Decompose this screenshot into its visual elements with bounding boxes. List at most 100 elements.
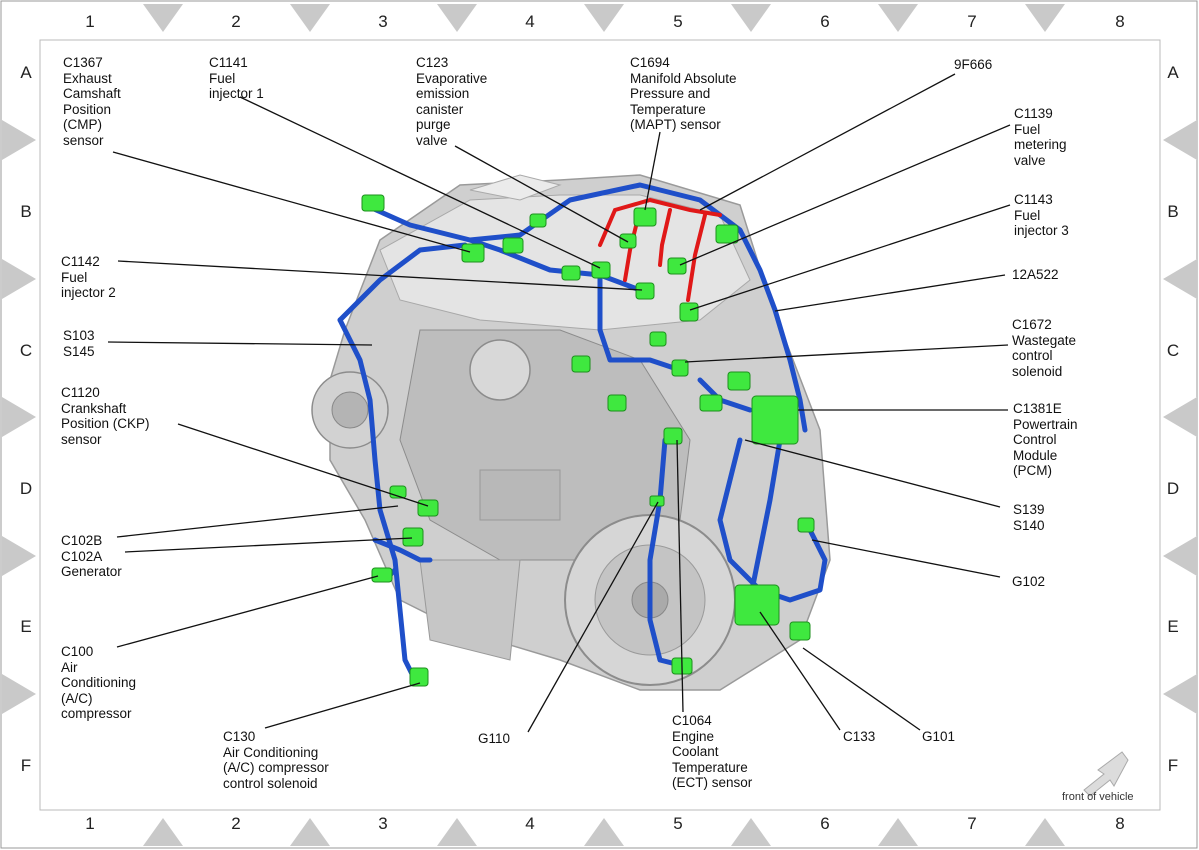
label-c130: C130 Air Conditioning (A/C) compressor c… xyxy=(223,729,329,791)
grid-row-right-c: C xyxy=(1166,341,1180,360)
connector xyxy=(371,567,393,583)
connector xyxy=(679,302,699,322)
label-g102: G102 xyxy=(1012,574,1046,589)
grid-row-left-c: C xyxy=(19,341,33,360)
connector xyxy=(571,355,591,373)
label-c1139: C1139 Fuel metering valve xyxy=(1014,106,1067,168)
grid-col-top-7: 7 xyxy=(967,12,977,31)
border-triangle xyxy=(1163,536,1197,576)
grid-col-bottom-1: 1 xyxy=(85,814,95,833)
border-triangle xyxy=(143,4,183,32)
label-c102: C102B C102A Generator xyxy=(61,533,122,579)
border-triangle xyxy=(1163,674,1197,714)
label-c1064: C1064 Engine Coolant Temperature (ECT) s… xyxy=(672,713,753,790)
label-c1141: C1141 Fuel injector 1 xyxy=(209,55,264,101)
label-c123: C123 Evaporative emission canister purge… xyxy=(416,55,488,148)
border-triangle xyxy=(1025,4,1065,32)
connector xyxy=(409,667,429,687)
connectors xyxy=(361,194,815,687)
connector xyxy=(727,371,751,391)
border-triangle xyxy=(878,4,918,32)
leader-lines xyxy=(107,73,1011,733)
grid-col-top-4: 4 xyxy=(525,12,535,31)
grid-col-bottom-5: 5 xyxy=(673,814,683,833)
connector xyxy=(591,261,611,279)
connector xyxy=(671,359,689,377)
grid-border-markers xyxy=(2,4,1197,846)
label-c1367: C1367 Exhaust Camshaft Position (CMP) se… xyxy=(63,55,121,148)
label-c1672: C1672 Wastegate control solenoid xyxy=(1012,317,1077,379)
connector xyxy=(699,394,723,412)
connector xyxy=(361,194,385,212)
border-triangle xyxy=(584,818,624,846)
grid-col-top-6: 6 xyxy=(820,12,830,31)
border-triangle xyxy=(2,259,36,299)
label-s103-s145: S103 S145 xyxy=(63,328,95,359)
grid-row-right-b: B xyxy=(1167,202,1179,221)
border-triangle xyxy=(143,818,183,846)
border-triangle xyxy=(2,397,36,437)
pcm-connector xyxy=(751,395,799,445)
front-of-vehicle-label: front of vehicle xyxy=(1062,791,1134,803)
border-triangle xyxy=(2,536,36,576)
label-c133: C133 xyxy=(843,729,876,744)
border-triangle xyxy=(878,818,918,846)
border-triangle xyxy=(290,818,330,846)
connector xyxy=(649,495,665,507)
label-c1142: C1142 Fuel injector 2 xyxy=(61,254,116,300)
label-c1143: C1143 Fuel injector 3 xyxy=(1014,192,1069,238)
connector xyxy=(635,282,655,300)
grid-col-bottom-8: 8 xyxy=(1115,814,1125,833)
label-12a522: 12A522 xyxy=(1012,267,1059,282)
connector xyxy=(715,224,739,244)
grid-row-right-f: F xyxy=(1167,756,1179,775)
grid-col-bottom-3: 3 xyxy=(378,814,388,833)
connector xyxy=(789,621,811,641)
grid-row-right-d: D xyxy=(1166,479,1180,498)
border-triangle xyxy=(1163,120,1197,160)
border-triangle xyxy=(1163,259,1197,299)
grid-row-left-b: B xyxy=(20,202,32,221)
connector xyxy=(633,207,657,227)
connector xyxy=(797,517,815,533)
label-9f666: 9F666 xyxy=(954,57,993,72)
grid-col-top-2: 2 xyxy=(231,12,241,31)
label-c1120: C1120 Crankshaft Position (CKP) sensor xyxy=(61,385,150,447)
connector xyxy=(649,331,667,347)
grid-col-bottom-6: 6 xyxy=(820,814,830,833)
connector xyxy=(607,394,627,412)
label-g110: G110 xyxy=(478,731,511,746)
border-triangle xyxy=(437,818,477,846)
border-triangle xyxy=(731,818,771,846)
front-of-vehicle-arrow-icon xyxy=(1083,751,1129,797)
border-triangle xyxy=(1025,818,1065,846)
grid-col-top-8: 8 xyxy=(1115,12,1125,31)
grid-col-bottom-7: 7 xyxy=(967,814,977,833)
grid-col-top-3: 3 xyxy=(378,12,388,31)
grid-row-left-d: D xyxy=(19,479,33,498)
border-triangle xyxy=(2,674,36,714)
border-triangle xyxy=(437,4,477,32)
connector xyxy=(619,233,637,249)
grid-col-bottom-4: 4 xyxy=(525,814,535,833)
label-c1694: C1694 Manifold Absolute Pressure and Tem… xyxy=(630,55,737,132)
grid-row-left-f: F xyxy=(20,756,32,775)
connector xyxy=(734,584,780,626)
grid-col-bottom-2: 2 xyxy=(231,814,241,833)
grid-row-right-e: E xyxy=(1167,617,1179,636)
connector xyxy=(529,213,547,228)
border-triangle xyxy=(1163,397,1197,437)
border-triangle xyxy=(2,120,36,160)
border-triangle xyxy=(584,4,624,32)
border-triangle xyxy=(290,4,330,32)
label-s139-s140: S139 S140 xyxy=(1013,502,1045,533)
connector xyxy=(667,257,687,275)
grid-row-left-a: A xyxy=(20,63,32,82)
label-c100: C100 Air Conditioning (A/C) compressor xyxy=(61,644,137,721)
grid-row-right-a: A xyxy=(1167,63,1179,82)
grid-row-left-e: E xyxy=(20,617,32,636)
border-triangle xyxy=(731,4,771,32)
connector xyxy=(402,527,424,547)
connector xyxy=(461,243,485,263)
